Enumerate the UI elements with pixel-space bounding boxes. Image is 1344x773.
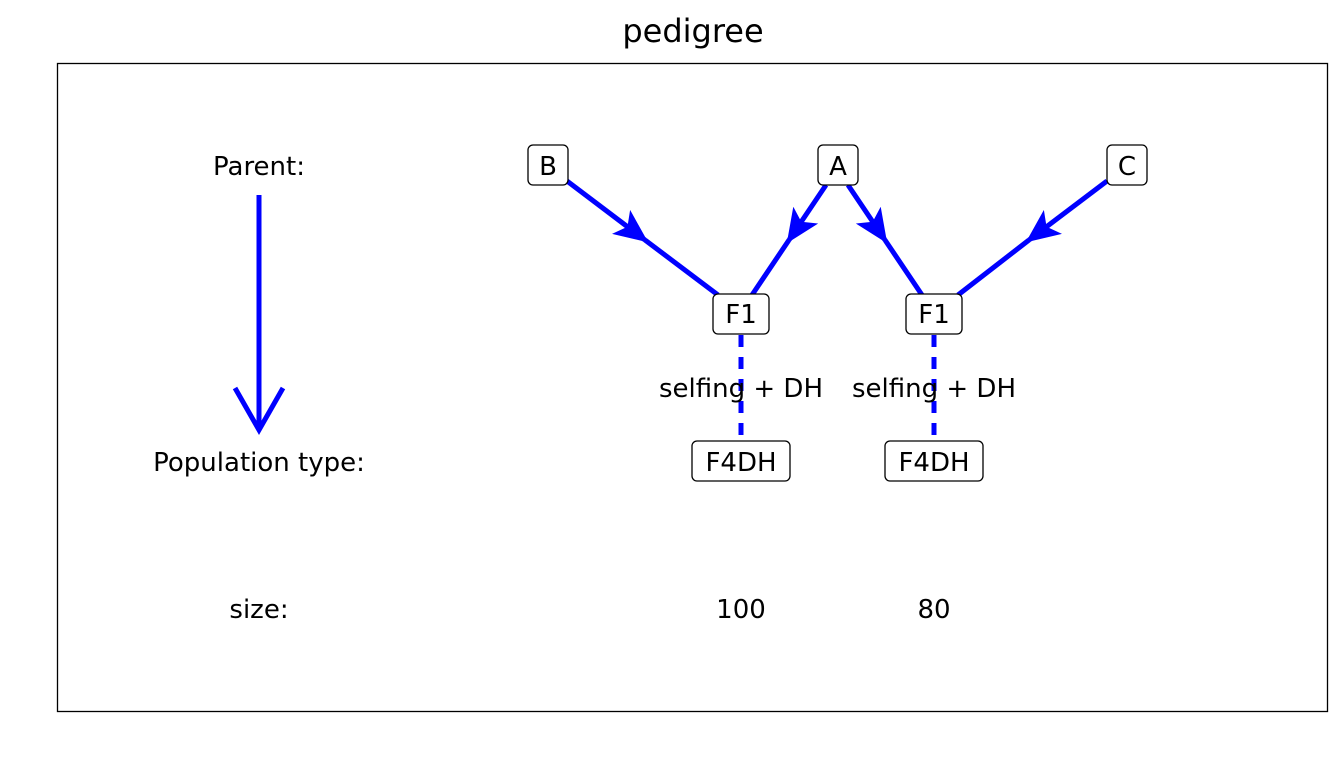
method-label-left: selfing + DH bbox=[659, 374, 823, 404]
edge-b-to-f1-left bbox=[565, 179, 720, 297]
node-parent-a: A bbox=[817, 144, 859, 186]
node-label: F1 bbox=[725, 300, 757, 330]
row-label-size: size: bbox=[229, 595, 288, 625]
node-label: F4DH bbox=[898, 448, 969, 478]
node-f1-left: F1 bbox=[712, 293, 770, 335]
chart-title: pedigree bbox=[622, 12, 763, 50]
row-label-population-type: Population type: bbox=[153, 448, 365, 478]
method-label-right: selfing + DH bbox=[852, 374, 1016, 404]
plot-frame bbox=[56, 62, 1329, 713]
row-label-parent: Parent: bbox=[213, 152, 305, 182]
size-value-left: 100 bbox=[716, 595, 766, 625]
node-pop-right: F4DH bbox=[884, 440, 984, 482]
node-f1-right: F1 bbox=[905, 293, 963, 335]
node-label: A bbox=[829, 152, 847, 182]
size-value-right: 80 bbox=[917, 595, 950, 625]
edge-a-to-f1-left bbox=[749, 183, 829, 297]
edge-a-to-f1-right bbox=[845, 183, 925, 297]
node-label: C bbox=[1118, 152, 1136, 182]
generation-direction-arrow bbox=[232, 195, 286, 436]
node-parent-b: B bbox=[527, 144, 569, 186]
node-label: F1 bbox=[918, 300, 950, 330]
node-label: B bbox=[539, 152, 557, 182]
node-pop-left: F4DH bbox=[691, 440, 791, 482]
edge-c-to-f1-right bbox=[956, 179, 1109, 297]
node-parent-c: C bbox=[1106, 144, 1148, 186]
node-label: F4DH bbox=[705, 448, 776, 478]
